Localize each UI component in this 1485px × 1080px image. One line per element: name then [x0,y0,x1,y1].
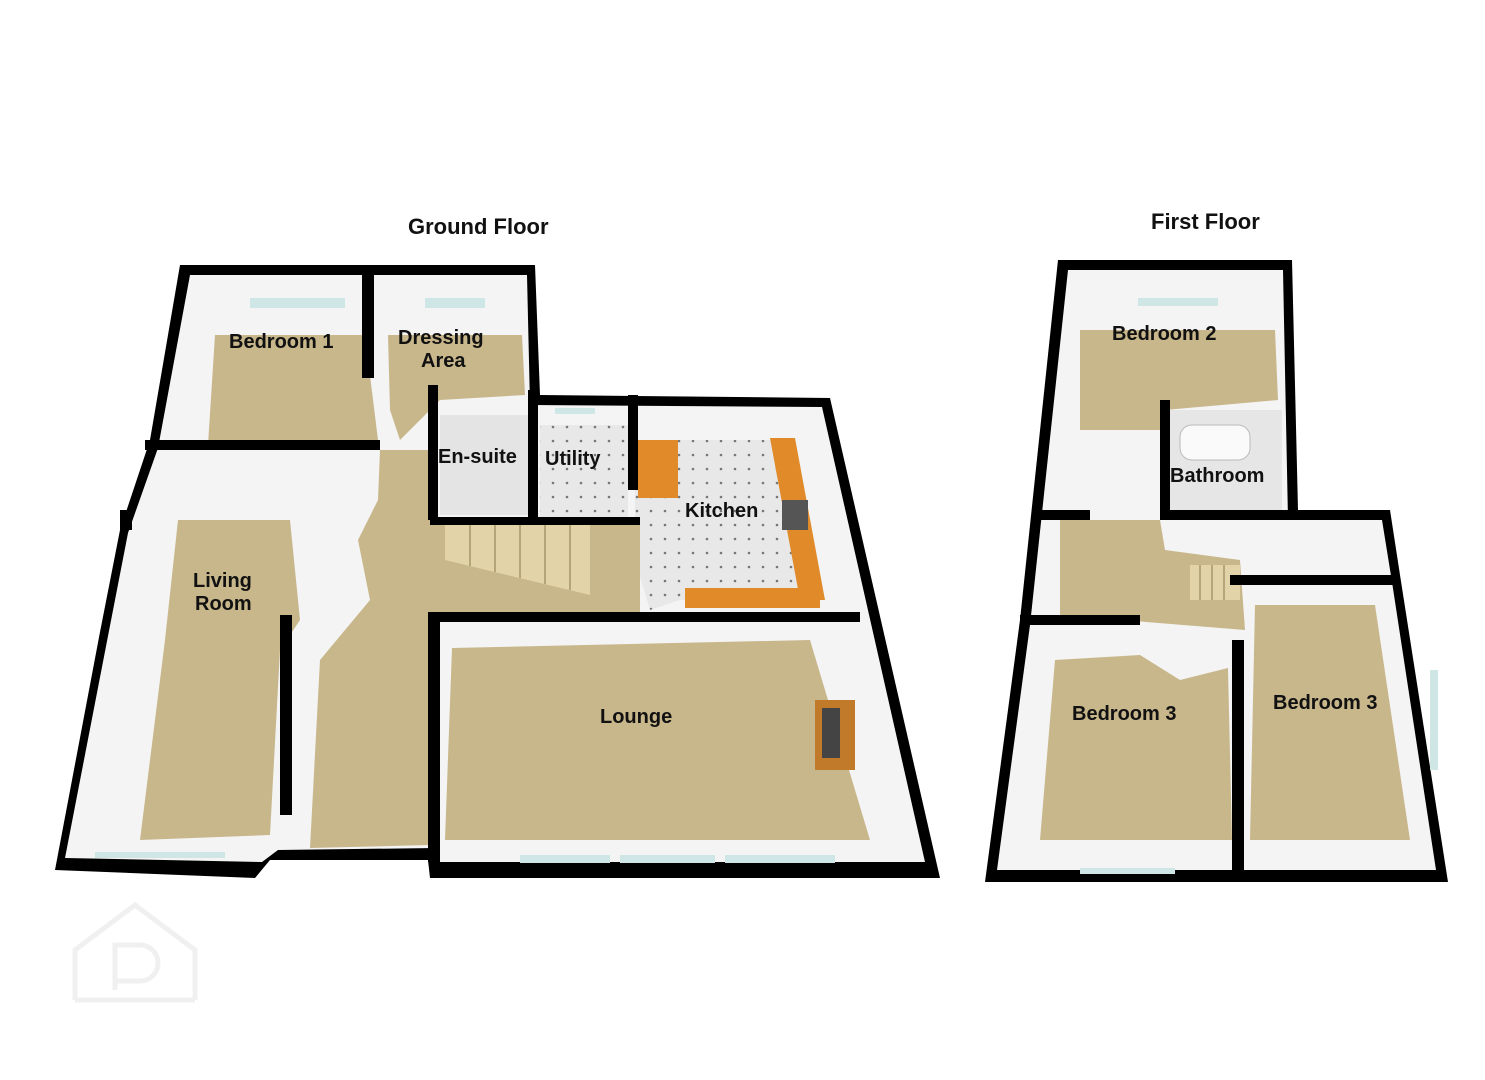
ground-partitions [120,270,860,862]
landing-floor [1060,520,1245,630]
label-dressing-2: Area [421,350,466,372]
bedroom2-floor [1080,330,1278,430]
label-kitchen: Kitchen [685,500,758,522]
lounge-floor [445,640,870,840]
bedroom1-floor [208,335,378,445]
ensuite-floor [440,415,528,515]
ground-floor-title: Ground Floor [408,214,549,239]
living-room-floor [140,520,300,840]
label-lounge: Lounge [600,706,672,728]
kitchen-worktop-left [638,440,678,498]
watermark-logo-icon [72,901,198,1003]
dressing-area-floor [388,335,525,440]
label-living-2: Room [195,593,252,615]
hob-icon [782,500,808,530]
label-bedroom1: Bedroom 1 [229,331,333,353]
first-stairs [1190,565,1240,600]
label-bedroom3-right: Bedroom 3 [1273,692,1377,714]
bath-icon [1179,424,1251,461]
label-bedroom3-left: Bedroom 3 [1072,703,1176,725]
bedroom3-left-floor [1040,655,1232,840]
ground-stairs [445,520,590,595]
utility-floor [540,425,628,517]
kitchen-floor [635,440,820,610]
first-floor-title: First Floor [1151,209,1260,234]
ground-floor-plan [55,265,940,878]
first-floor-plan [985,260,1448,882]
label-ensuite: En-suite [438,446,517,468]
bedroom3-right-floor [1250,605,1410,840]
kitchen-worktop-bottom [685,588,820,608]
label-dressing-1: Dressing [398,327,484,349]
label-living-1: Living [193,570,252,592]
first-partitions [1020,400,1400,875]
first-windows [1080,298,1438,874]
label-bedroom2: Bedroom 2 [1112,323,1216,345]
label-utility: Utility [545,448,601,470]
label-bathroom: Bathroom [1170,465,1264,487]
ground-windows [95,298,835,863]
